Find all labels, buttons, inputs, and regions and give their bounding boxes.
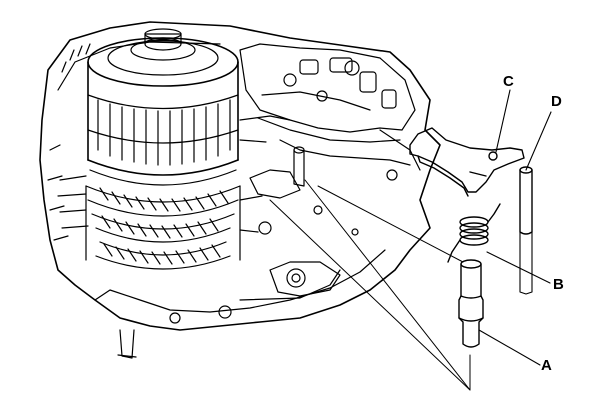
pointer-d <box>525 111 552 171</box>
callout-label-b: B <box>553 276 564 293</box>
callout-pointers <box>478 89 552 366</box>
pointer-b <box>486 251 551 284</box>
valve-body <box>239 43 421 199</box>
pointer-a <box>478 329 541 366</box>
transmission-housing <box>39 21 441 359</box>
part-a-shaft <box>458 259 484 348</box>
callout-label-a: A <box>541 357 552 374</box>
callout-label-c: C <box>503 73 514 90</box>
pointer-c <box>495 89 511 153</box>
gear-stack <box>57 43 291 270</box>
part-d-pin <box>519 166 533 295</box>
callout-label-d: D <box>551 93 562 110</box>
part-c-lever <box>409 127 525 197</box>
leader-lines <box>269 179 471 391</box>
part-b-spring <box>447 203 501 263</box>
clutch-drum <box>87 28 239 176</box>
